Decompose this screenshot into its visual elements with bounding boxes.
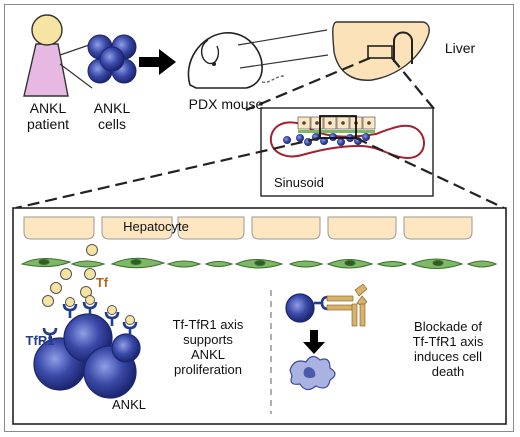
callout-line-upper [59,43,93,56]
anti-tfr1-antibody [326,283,368,327]
endothelial-layer [20,257,498,269]
patient-figure [23,14,69,97]
hepatocyte-label: Hepatocyte [123,219,189,234]
figure-frame [4,4,514,432]
mouse-icon [187,32,285,89]
blocked-ankl-cell [285,293,329,323]
zoom-dashed-liver-left [245,56,371,112]
transferrin-molecules [42,244,98,307]
sinusoid-zoom-box [319,115,357,139]
dying-cell [289,355,336,391]
zoom-line-2 [239,54,329,69]
ankl-cell-label: ANKL [112,397,146,412]
hepatocyte-row [23,216,473,240]
zoom-dashed-bottom-left [15,136,321,210]
ankl-cell-group [33,313,141,399]
pdx-mouse-label: PDX mouse [188,96,264,112]
tf-label: Tf [95,275,109,290]
sinusoid-label: Sinusoid [274,175,324,190]
zoom-dashed-bottom-right [355,137,505,209]
tfr1-label: TfR1 [25,333,55,348]
ankl-cell-cluster [87,34,137,84]
arrow-right [139,49,176,75]
support-text: Tf-TfR1 axis supports ANKL proliferation [172,317,244,377]
callout-line-lower [59,63,93,89]
tfr1-receptors [42,301,138,342]
blockade-text: Blockade of Tf-TfR1 axis induces cell de… [412,319,484,379]
liver-label: Liver [444,40,476,56]
liver-icon [332,21,430,81]
arrow-down [303,330,325,354]
bound-tf [65,295,135,325]
zoom-dashed-liver-right [391,57,436,111]
sinusoid-vessel [269,115,425,160]
zoom-line-1 [237,29,328,46]
